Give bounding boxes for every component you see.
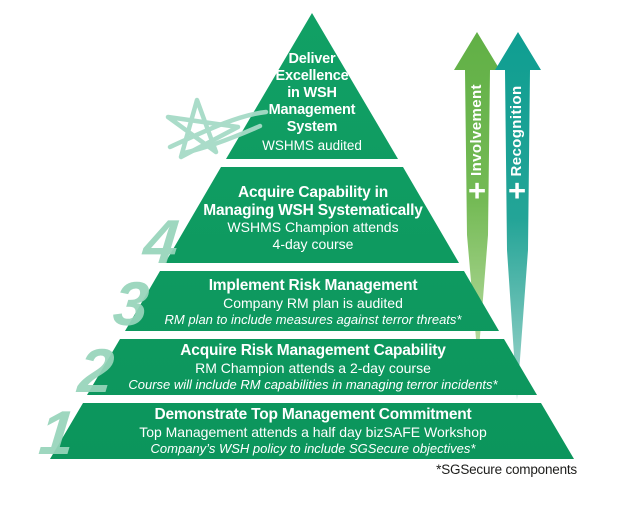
apex-heading-line: System [286, 119, 338, 135]
level-1-text: Demonstrate Top Management Commitment To… [112, 406, 514, 457]
level-heading: Acquire Capability in [238, 184, 388, 201]
level-4-text: Acquire Capability in Managing WSH Syste… [163, 184, 463, 253]
involvement-arrow-shape [454, 32, 500, 362]
level-subtext: Company RM plan is audited [223, 294, 403, 311]
level-3-text: Implement Risk Management Company RM pla… [113, 277, 513, 328]
level-subtext: WSHMS Champion attends [227, 219, 399, 235]
level-heading: Implement Risk Management [208, 277, 418, 294]
level-note: RM plan to include measures against terr… [164, 311, 462, 327]
pyramid-level-3-shape [125, 271, 499, 331]
pyramid-level-1-shape [50, 403, 574, 459]
pyramid-level-2-shape [87, 339, 537, 395]
pyramid-level-4-shape [165, 167, 459, 263]
apex-heading-line: Management [268, 102, 356, 118]
apex-heading-line: in WSH [287, 85, 337, 101]
level-heading: Acquire Risk Management Capability [180, 342, 446, 359]
level-number-1: 1 [36, 399, 78, 468]
star-doodle-icon [165, 97, 269, 160]
level-heading: Managing WSH Systematically [203, 201, 423, 219]
recognition-arrow-shape [495, 32, 541, 400]
level-subtext: RM Champion attends a 2-day course [195, 359, 431, 376]
apex-heading-line: Deliver [288, 51, 336, 67]
recognition-plus-icon: + [507, 173, 527, 208]
apex-subtext: WSHMS audited [262, 138, 362, 153]
level-note: Company’s WSH policy to include SGSecure… [150, 440, 476, 456]
level-subtext: 4-day course [272, 236, 354, 252]
involvement-plus-icon: + [467, 173, 487, 208]
footnote: *SGSecure components [436, 462, 577, 477]
apex-heading-line: Excellence [275, 68, 349, 84]
level-note: Course will include RM capabilities in m… [128, 376, 498, 392]
level-subtext: Top Management attends a half day bizSAF… [139, 423, 487, 440]
level-2-text: Acquire Risk Management Capability RM Ch… [113, 342, 513, 393]
pyramid-apex-shape [226, 13, 398, 159]
level-heading: Demonstrate Top Management Commitment [154, 406, 472, 423]
apex-text: Deliver Excellence in WSH Management Sys… [222, 51, 402, 154]
